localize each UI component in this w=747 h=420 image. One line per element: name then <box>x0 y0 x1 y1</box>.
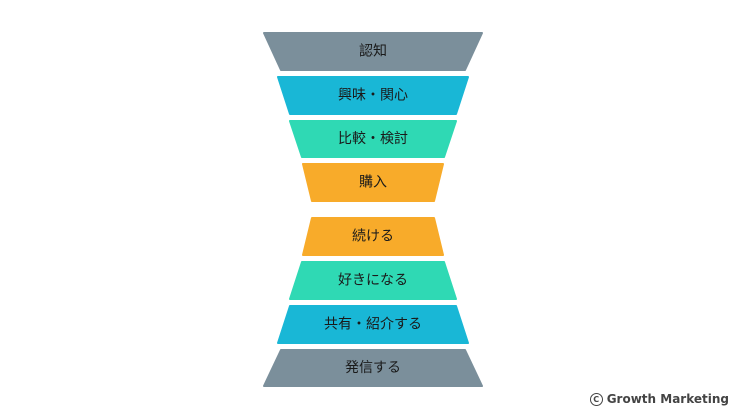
tier-7: 共有・紹介する <box>277 305 469 344</box>
tier-2: 興味・関心 <box>277 76 469 115</box>
tier-label: 認知 <box>359 43 387 60</box>
tier-shape <box>277 76 469 115</box>
tier-shape <box>277 305 469 344</box>
tier-shape <box>289 261 457 300</box>
tier-shape <box>302 217 444 256</box>
tier-5: 続ける <box>302 217 444 256</box>
credit-text: Growth Marketing <box>606 392 729 406</box>
copyright-icon: C <box>589 392 603 406</box>
tier-1: 認知 <box>263 32 483 71</box>
tier-label: 発信する <box>345 360 401 376</box>
tier-shape <box>263 349 483 387</box>
tier-6: 好きになる <box>289 261 457 300</box>
credit: C Growth Marketing <box>589 392 729 406</box>
tier-3: 比較・検討 <box>289 120 457 158</box>
tier-label: 共有・紹介する <box>324 317 422 333</box>
tier-label: 購入 <box>359 175 387 191</box>
tier-label: 比較・検討 <box>338 131 408 147</box>
tier-shape <box>263 32 483 71</box>
tier-label: 好きになる <box>338 273 408 289</box>
tier-4: 購入 <box>302 163 444 202</box>
tier-shape <box>289 120 457 158</box>
tier-label: 興味・関心 <box>338 88 408 104</box>
tier-label: 続ける <box>352 228 394 245</box>
tier-8: 発信する <box>263 349 483 387</box>
tier-shape <box>302 163 444 202</box>
